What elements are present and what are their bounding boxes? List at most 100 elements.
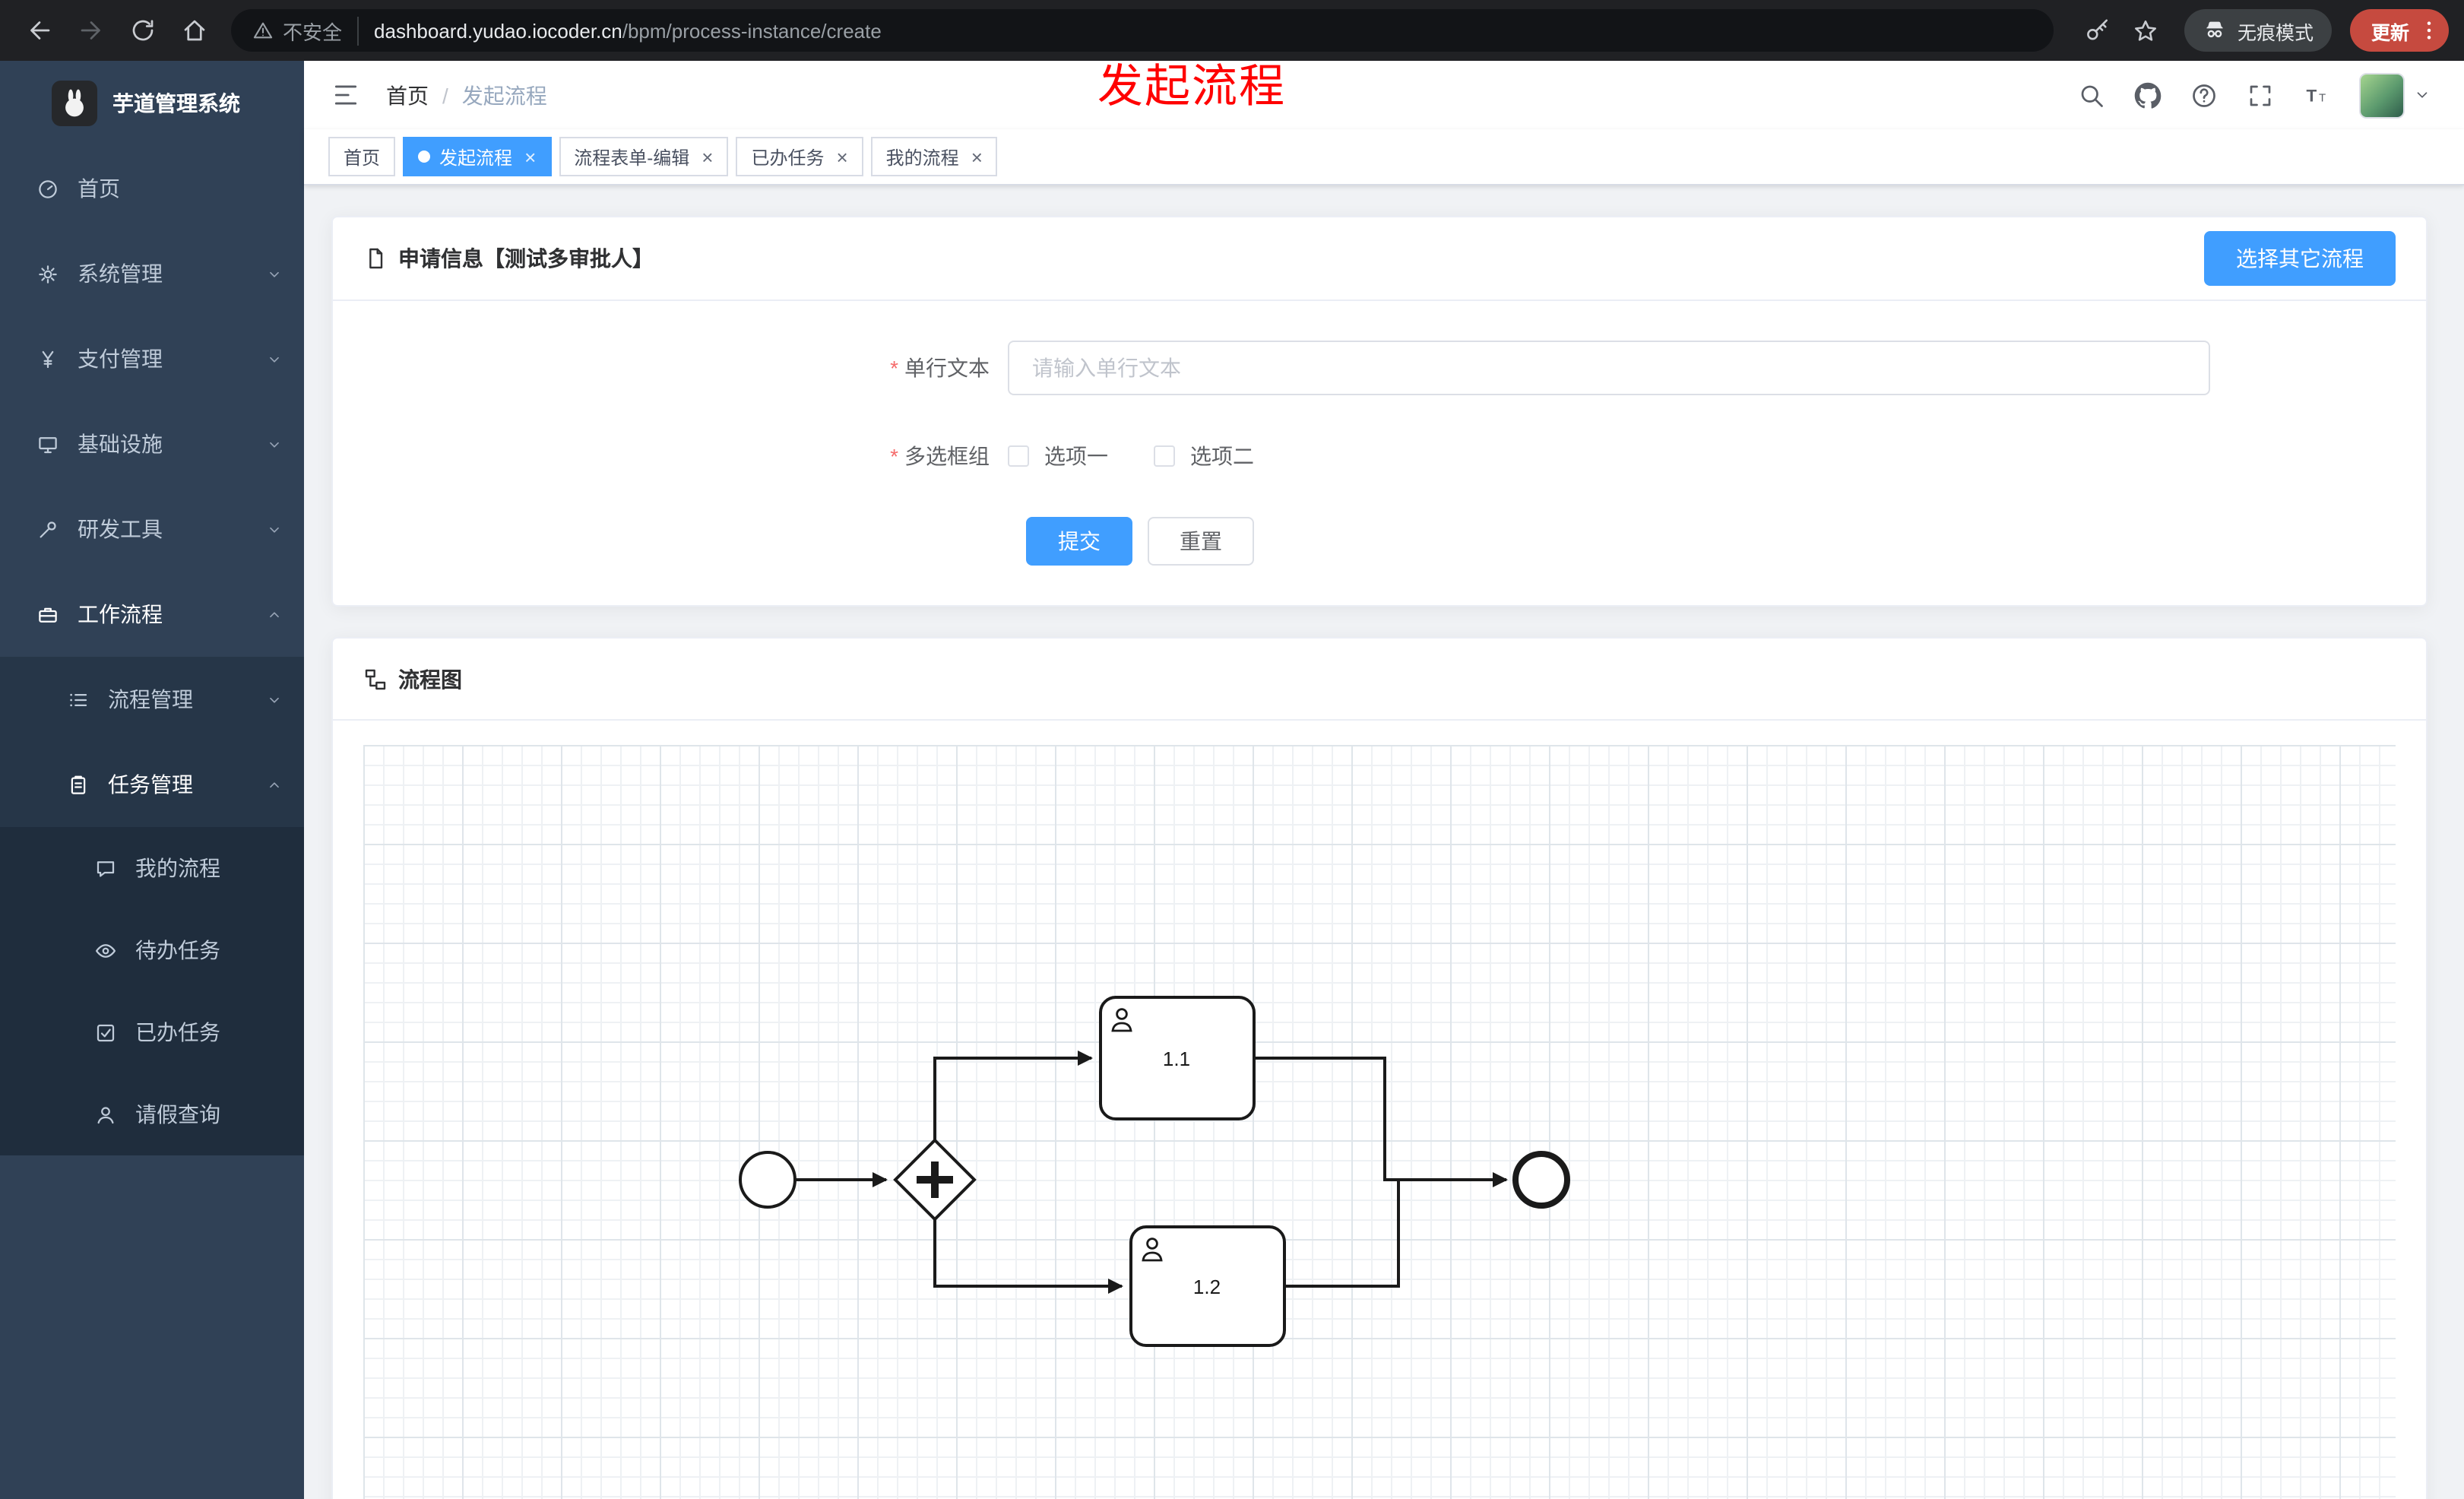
app-logo: 芋道管理系统 xyxy=(0,61,304,146)
caret-down-icon xyxy=(2414,87,2431,103)
start-event[interactable] xyxy=(739,1151,797,1209)
search-button[interactable] xyxy=(2078,81,2105,109)
update-label: 更新 xyxy=(2371,22,2409,43)
select-other-process-button[interactable]: 选择其它流程 xyxy=(2204,231,2396,286)
incognito-icon xyxy=(2206,21,2223,38)
home-icon xyxy=(184,20,205,41)
wrench-icon xyxy=(40,521,56,537)
tab-my-process[interactable]: 我的流程 × xyxy=(870,137,998,176)
sidebar-item-task-management[interactable]: 任务管理 xyxy=(0,742,304,827)
checkbox-option-1[interactable]: 选项一 xyxy=(1008,441,1108,471)
user-task-1[interactable]: 1.1 xyxy=(1099,996,1256,1120)
key-icon xyxy=(2088,18,2108,40)
single-line-text-input[interactable] xyxy=(1008,341,2210,395)
help-button[interactable] xyxy=(2190,81,2218,109)
gear-icon xyxy=(39,265,57,283)
checkbox-option-2[interactable]: 选项二 xyxy=(1154,441,1254,471)
fullscreen-button[interactable] xyxy=(2247,81,2274,109)
incognito-badge: 无痕模式 xyxy=(2184,9,2332,52)
flow-task2-to-end xyxy=(1284,1180,1400,1288)
close-icon[interactable]: × xyxy=(971,145,983,168)
arrow-left-icon xyxy=(30,21,50,40)
check-square-icon xyxy=(97,1023,115,1041)
browser-reload-button[interactable] xyxy=(119,6,167,55)
chevron-up-icon xyxy=(270,781,279,788)
breadcrumb-current: 发起流程 xyxy=(461,83,547,107)
avatar[interactable] xyxy=(2359,72,2405,118)
svg-text:T: T xyxy=(2307,86,2317,105)
sidebar-item-leave-query[interactable]: 请假查询 xyxy=(0,1073,304,1155)
tab-done-tasks[interactable]: 已办任务 × xyxy=(736,137,863,176)
field-label: 多选框组 xyxy=(904,444,990,468)
tab-home[interactable]: 首页 xyxy=(328,137,396,176)
browser-update-menu-button[interactable]: 更新 xyxy=(2349,9,2449,52)
dashboard-icon xyxy=(39,179,57,198)
user-task-2[interactable]: 1.2 xyxy=(1129,1225,1286,1347)
chevron-up-icon xyxy=(270,611,279,617)
github-button[interactable] xyxy=(2134,81,2162,109)
sidebar-item-process-management[interactable]: 流程管理 xyxy=(0,657,304,742)
reset-button[interactable]: 重置 xyxy=(1148,517,1254,566)
browser-back-button[interactable] xyxy=(15,6,64,55)
breadcrumb: 首页 / 发起流程 xyxy=(386,80,547,110)
breadcrumb-home[interactable]: 首页 xyxy=(386,83,429,107)
url-domain: dashboard.yudao.iocoder.cn xyxy=(374,19,622,42)
security-label: 不安全 xyxy=(283,21,343,43)
application-info-card: 申请信息【测试多审批人】 选择其它流程 *单行文本 *多选框组 xyxy=(331,216,2428,607)
breadcrumb-separator: / xyxy=(442,83,448,107)
bpmn-diagram: 1.1 1.2 xyxy=(739,996,1570,1347)
security-status[interactable]: 不安全 xyxy=(252,16,359,45)
parallel-gateway[interactable] xyxy=(893,1138,977,1222)
submit-button[interactable]: 提交 xyxy=(1026,517,1132,566)
checkbox-icon[interactable] xyxy=(1154,445,1175,467)
browser-forward-button[interactable] xyxy=(67,6,116,55)
checkbox-icon[interactable] xyxy=(1008,445,1029,467)
question-icon xyxy=(2193,84,2215,106)
eye-icon xyxy=(96,943,116,957)
star-icon xyxy=(2135,19,2157,40)
sidebar-item-home[interactable]: 首页 xyxy=(0,146,304,231)
sidebar-item-workflow[interactable]: 工作流程 xyxy=(0,572,304,657)
sidebar-item-system[interactable]: 系统管理 xyxy=(0,231,304,316)
search-icon xyxy=(2081,84,2103,106)
sidebar-item-payment[interactable]: 支付管理 xyxy=(0,316,304,401)
reload-icon xyxy=(132,20,154,41)
sidebar-item-infrastructure[interactable]: 基础设施 xyxy=(0,401,304,486)
sidebar-item-todo-tasks[interactable]: 待办任务 xyxy=(0,909,304,991)
task-label: 1.1 xyxy=(1163,1047,1190,1070)
document-icon xyxy=(369,248,383,269)
close-icon[interactable]: × xyxy=(702,145,714,168)
sidebar-item-my-process[interactable]: 我的流程 xyxy=(0,827,304,909)
bookmark-star-button[interactable] xyxy=(2124,8,2169,53)
user-task-icon xyxy=(1142,1238,1163,1262)
rabbit-logo-icon xyxy=(65,89,84,117)
sidebar-collapse-button[interactable] xyxy=(325,75,365,115)
user-task-icon xyxy=(1111,1008,1132,1032)
svg-text:T: T xyxy=(2319,91,2326,104)
tab-process-form-edit[interactable]: 流程表单-编辑 × xyxy=(559,137,729,176)
kebab-menu-icon xyxy=(2427,21,2431,40)
close-icon[interactable]: × xyxy=(524,145,537,168)
close-icon[interactable]: × xyxy=(836,145,848,168)
chat-icon xyxy=(97,860,115,876)
user-menu[interactable] xyxy=(2359,72,2431,118)
address-bar[interactable]: 不安全 dashboard.yudao.iocoder.cn/bpm/proce… xyxy=(231,9,2054,52)
annotation-text: 发起流程 xyxy=(1097,62,1286,113)
card-title: 申请信息【测试多审批人】 xyxy=(398,246,654,271)
chevron-down-icon xyxy=(270,441,279,447)
browser-home-button[interactable] xyxy=(170,6,219,55)
sidebar-item-done-tasks[interactable]: 已办任务 xyxy=(0,991,304,1073)
process-form: *单行文本 *多选框组 选项一 xyxy=(333,301,2426,605)
password-key-button[interactable] xyxy=(2075,8,2120,53)
bpmn-canvas[interactable]: 1.1 1.2 xyxy=(363,745,2396,1499)
sidebar-item-devtools[interactable]: 研发工具 xyxy=(0,486,304,572)
flowchart-icon xyxy=(365,668,386,689)
end-event[interactable] xyxy=(1512,1151,1570,1209)
form-row-actions: 提交 重置 xyxy=(333,517,2426,566)
github-icon xyxy=(2134,81,2162,108)
tab-initiate-process[interactable]: 发起流程 × xyxy=(403,137,552,176)
process-diagram-card: 流程图 xyxy=(331,637,2428,1499)
